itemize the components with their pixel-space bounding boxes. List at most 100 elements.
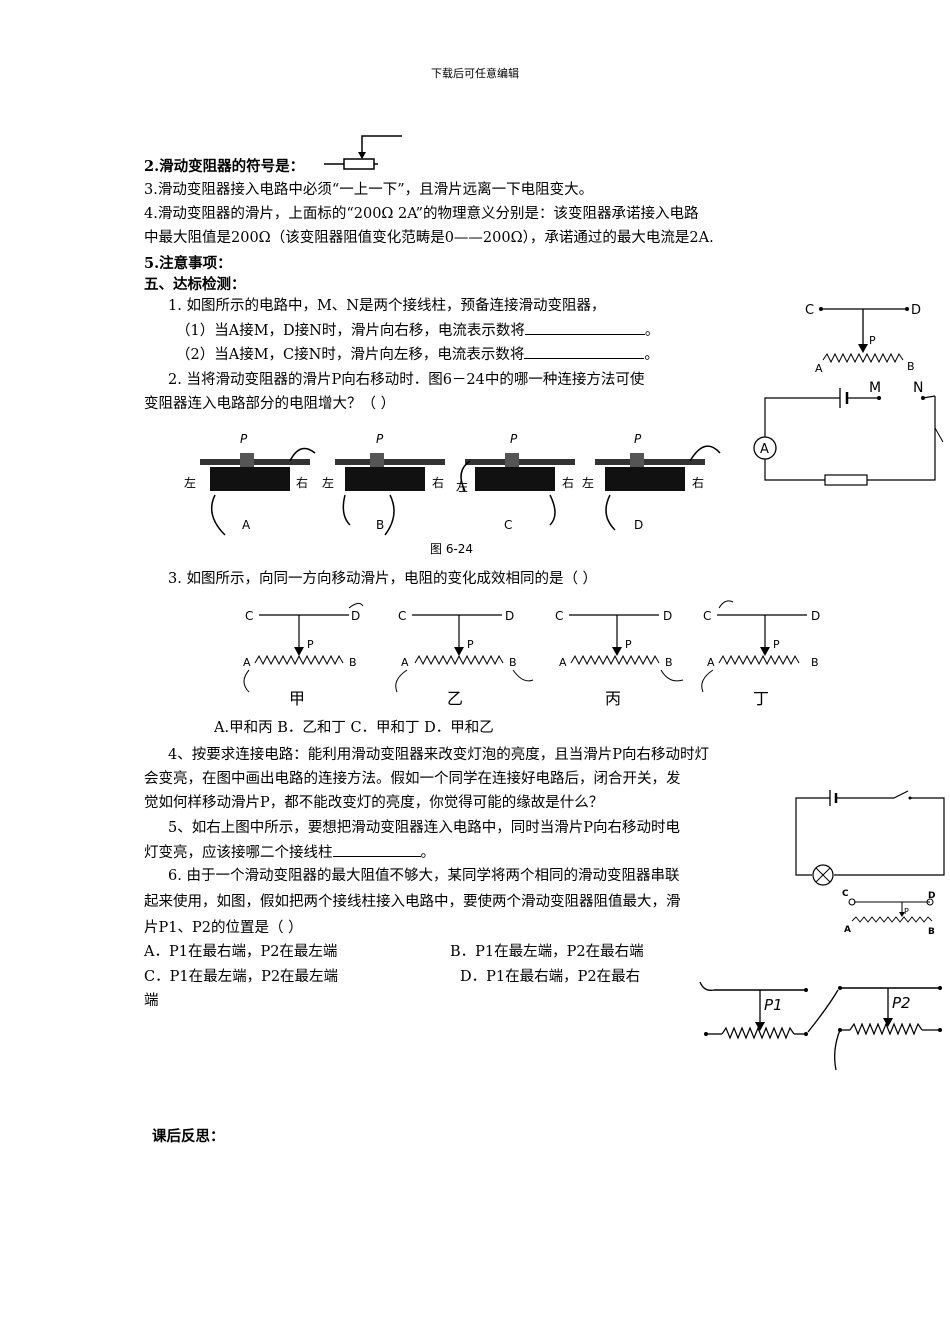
q5-fig-B: B bbox=[928, 927, 935, 937]
q3-name-yi: 乙 bbox=[447, 689, 463, 708]
q3-name-bing: 丙 bbox=[605, 689, 621, 708]
q1-sub1-text: （1）当A接M，D接N时，滑片向右移，电流表示数将 bbox=[176, 323, 525, 339]
q3-stem: 3. 如图所示，向同一方向移动滑片，电阻的变化成效相同的是（ ） bbox=[168, 571, 598, 587]
q5-fig-A: A bbox=[844, 925, 851, 935]
svg-text:C: C bbox=[555, 609, 563, 623]
q3-figure: C D P A B 甲 C D P A B 乙 C D P A B 丙 bbox=[243, 600, 820, 708]
q1-sub2-end: 。 bbox=[644, 347, 659, 363]
q3-name-jia: 甲 bbox=[289, 689, 305, 708]
svg-text:右: 右 bbox=[692, 475, 704, 490]
svg-text:右: 右 bbox=[296, 475, 308, 490]
svg-text:P: P bbox=[307, 638, 314, 651]
q5-blank[interactable] bbox=[332, 842, 421, 857]
q4-circuit-figure: C D P A B bbox=[795, 790, 945, 937]
q6-line1: 6. 由于一个滑动变阻器的最大阻值不够大，某同学将两个相同的滑动变阻器串联 bbox=[168, 868, 680, 884]
svg-text:B: B bbox=[811, 656, 819, 669]
svg-text:左: 左 bbox=[582, 475, 594, 490]
svg-text:C: C bbox=[245, 609, 253, 623]
svg-text:C: C bbox=[703, 609, 711, 623]
q4-line2: 会变亮，在图中画出电路的连接方法。假如一个同学在连接好电路后，闭合开关，发 bbox=[144, 771, 681, 787]
q1-sub2: （2）当A接M，C接N时，滑片向左移，电流表示数将 。 bbox=[176, 344, 659, 365]
q6-option-c: C．P1在最左端，P2在最左端 bbox=[144, 969, 339, 985]
q6-line3: 片P1、P2的位置是（ ） bbox=[144, 920, 303, 936]
q6-option-b: B．P1在最左端，P2在最右端 bbox=[450, 944, 644, 960]
svg-text:B: B bbox=[349, 656, 357, 669]
q2-rheostat-B: P 左 右 B bbox=[322, 432, 445, 536]
item-4-line2: 中最大阻值是200Ω（该变阻器阻值变化范畴是0——200Ω），承诺通过的最大电流… bbox=[144, 230, 714, 246]
q4-line1: 4、按要求连接电路：能利用滑动变阻器来改变灯泡的亮度，且当滑片P向右移动时灯 bbox=[168, 747, 709, 763]
q2-caption: 图 6-24 bbox=[430, 542, 473, 556]
q3-rheostat-yi: C D P A B 乙 bbox=[395, 609, 534, 708]
q6-fig-P2: P2 bbox=[892, 994, 911, 1012]
section-5-title: 五、达标检测： bbox=[144, 276, 246, 293]
q6-series-rheostats-figure: P1 P2 bbox=[699, 981, 942, 1071]
svg-text:P: P bbox=[240, 432, 248, 446]
svg-text:D: D bbox=[505, 609, 514, 623]
q1-fig-C: C bbox=[805, 303, 814, 318]
q5-fig-D: D bbox=[928, 891, 935, 901]
svg-text:D: D bbox=[811, 609, 820, 623]
item-2-number: 2. bbox=[144, 158, 160, 175]
q3-name-ding: 丁 bbox=[753, 689, 769, 708]
q5-line1: 5、如右上图中所示，要想把滑动变阻器连入电路中，同时当滑片P向右移动时电 bbox=[168, 820, 680, 836]
q2-rheostat-C: P 左 右 C bbox=[456, 432, 575, 532]
item-2: 2.滑动变阻器的符号是： bbox=[144, 157, 304, 177]
svg-text:左: 左 bbox=[322, 475, 334, 490]
svg-text:D: D bbox=[351, 609, 360, 623]
item-4-line1: 4.滑动变阻器的滑片，上面标的“200Ω 2A”的物理意义分别是：该变阻器承诺接… bbox=[144, 206, 699, 222]
svg-text:B: B bbox=[665, 656, 673, 669]
q1-sub2-text: （2）当A接M，C接N时，滑片向左移，电流表示数将 bbox=[176, 347, 525, 363]
svg-text:A: A bbox=[559, 656, 567, 669]
q2-figure-6-24: P 左 右 A P 左 右 B P 左 右 C P 左 bbox=[184, 432, 721, 556]
q5-line2: 灯变亮，应该接哪二个接线柱 。 bbox=[144, 842, 435, 863]
item-3: 3.滑动变阻器接入电路中必须“一上一下”，且滑片远离一下电阻变大。 bbox=[144, 182, 594, 198]
q1-fig-ammeter: A bbox=[760, 442, 769, 457]
svg-text:右: 右 bbox=[432, 475, 444, 490]
q1-sub2-blank[interactable] bbox=[524, 344, 645, 359]
q1-fig-P: P bbox=[869, 334, 876, 347]
rheostat-symbol bbox=[324, 135, 402, 170]
item-5-title: 5.注意事项： bbox=[144, 255, 232, 272]
page-header: 下载后可任意编辑 bbox=[431, 67, 519, 80]
q2-stem-line2: 变阻器连入电路部分的电阻增大？（ ） bbox=[144, 396, 396, 412]
q2-label-B: B bbox=[376, 518, 384, 532]
q1-fig-D: D bbox=[911, 303, 921, 318]
q1-fig-B: B bbox=[907, 360, 915, 373]
svg-text:P: P bbox=[625, 638, 632, 651]
q5-fig-C: C bbox=[842, 889, 849, 899]
q2-rheostat-A: P 左 右 A bbox=[184, 432, 316, 536]
q3-rheostat-jia: C D P A B 甲 bbox=[243, 602, 364, 708]
q1-sub1: （1）当A接M，D接N时，滑片向右移，电流表示数将 。 bbox=[176, 320, 659, 341]
q1-stem: 1. 如图所示的电路中，M、N是两个接线柱，预备连接滑动变阻器， bbox=[168, 298, 606, 314]
q6-line2: 起来使用，如图，假如把两个接线柱接入电路中，要使两个滑动变阻器阻值最大，滑 bbox=[144, 894, 681, 910]
q5-line2-text: 灯变亮，应该接哪二个接线柱 bbox=[144, 845, 333, 861]
q2-label-A: A bbox=[242, 518, 251, 532]
q5-fig-P: P bbox=[904, 907, 909, 916]
svg-text:B: B bbox=[509, 656, 517, 669]
svg-text:P: P bbox=[510, 432, 518, 446]
svg-text:A: A bbox=[243, 656, 251, 669]
svg-text:D: D bbox=[663, 609, 672, 623]
q6-fig-P1: P1 bbox=[764, 996, 783, 1014]
q1-sub1-end: 。 bbox=[644, 323, 660, 339]
q6-option-a: A．P1在最右端，P2在最左端 bbox=[144, 944, 338, 960]
svg-text:左: 左 bbox=[184, 475, 196, 490]
svg-text:A: A bbox=[707, 656, 715, 669]
svg-text:C: C bbox=[398, 609, 406, 623]
q1-fig-A: A bbox=[815, 362, 823, 375]
q1-sub1-blank[interactable] bbox=[524, 320, 645, 335]
q5-end: 。 bbox=[420, 845, 436, 861]
q3-rheostat-ding: C D P A B 丁 bbox=[701, 600, 820, 708]
q4-line3: 觉如何样移动滑片P，都不能改变灯的亮度，你觉得可能的缘故是什么？ bbox=[144, 795, 604, 811]
q2-label-D: D bbox=[634, 518, 643, 532]
q1-circuit-figure: C D P A B M N A bbox=[753, 303, 944, 486]
svg-text:右: 右 bbox=[562, 475, 574, 490]
q3-rheostat-bing: C D P A B 丙 bbox=[555, 609, 684, 708]
svg-text:A: A bbox=[401, 656, 409, 669]
q6-option-d: D．P1在最右端，P2在最右 bbox=[460, 969, 641, 985]
q1-fig-M: M bbox=[869, 380, 881, 396]
svg-text:P: P bbox=[773, 638, 780, 651]
svg-text:P: P bbox=[634, 432, 642, 446]
q2-rheostat-D: P 左 右 D bbox=[582, 432, 721, 532]
item-2-text: 滑动变阻器的符号是： bbox=[159, 158, 305, 175]
